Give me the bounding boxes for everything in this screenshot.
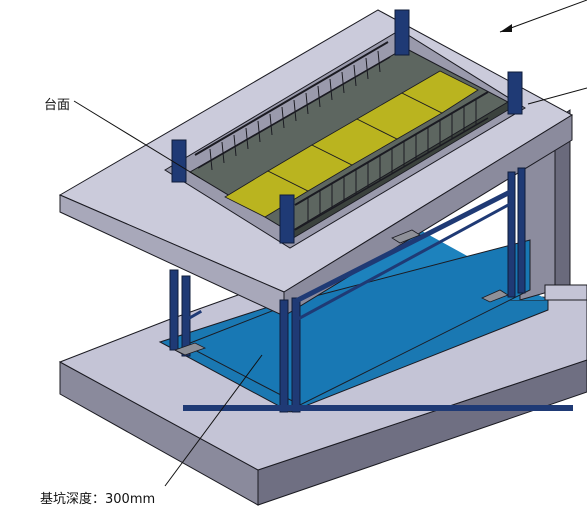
base-plates: [173, 229, 509, 356]
front-railing: [294, 91, 489, 231]
leader-pit-depth: [164, 354, 263, 487]
yellow-tread-panels: [224, 70, 479, 218]
column-lower-left-b: [181, 275, 191, 357]
beam-lower-diagonal: [297, 201, 513, 321]
back-railing: [194, 41, 391, 171]
leader-arrow: [499, 0, 587, 33]
steel-beams: [183, 188, 573, 411]
callout-leaders: [73, 0, 587, 487]
beam-upper-diagonal: [294, 188, 514, 304]
column-lower-right-b: [517, 167, 526, 294]
arrowhead: [500, 24, 512, 32]
post-top-back-right: [394, 9, 410, 56]
platform-surface-label: 台面: [44, 98, 71, 113]
steel-columns: [169, 9, 526, 413]
column-lower-front-b: [291, 297, 301, 413]
post-top-front-left: [279, 194, 295, 244]
leader-platform: [73, 100, 201, 179]
column-lower-left-a: [169, 269, 179, 351]
column-lower-right-a: [507, 171, 516, 298]
pit-depth-label: 基坑深度：300mm: [40, 492, 156, 507]
leader-right: [527, 87, 587, 105]
post-top-back-left: [171, 139, 187, 183]
post-top-front-right: [507, 71, 523, 115]
platform: [189, 47, 510, 241]
column-lower-front-a: [279, 299, 289, 413]
beam-left: [183, 309, 203, 323]
